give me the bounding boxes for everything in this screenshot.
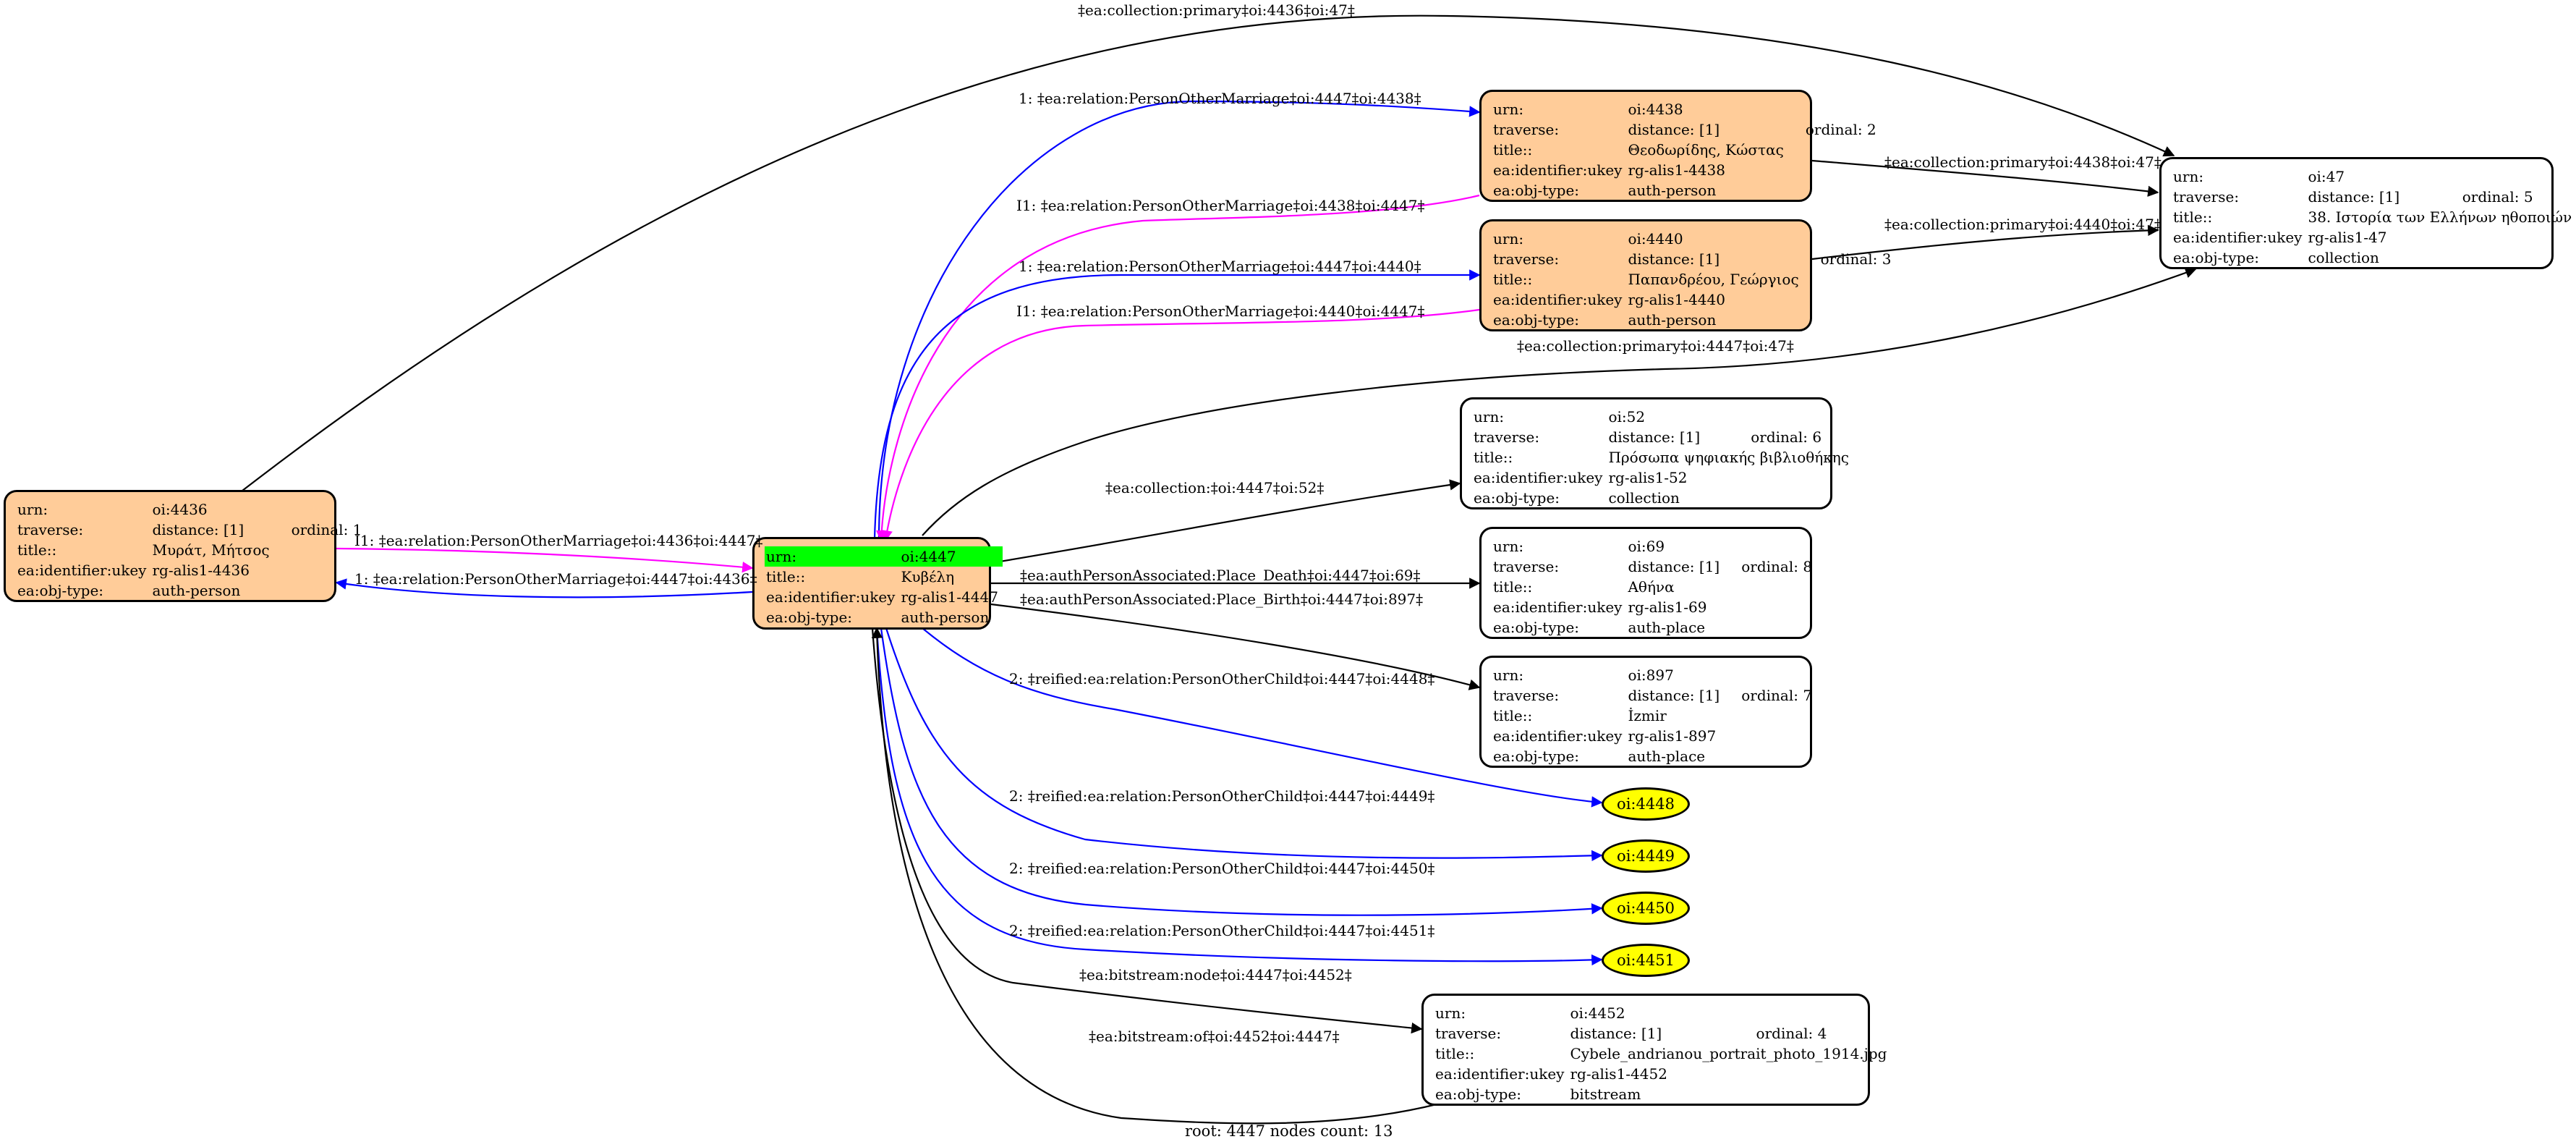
node-title: Κυβέλη xyxy=(901,568,955,585)
graph-footer: root: 4447 nodes count: 13 xyxy=(1185,1122,1393,1140)
edge-label: ‡ea:collection:primary‡oi:4438‡oi:47‡ xyxy=(1884,153,2161,171)
edge-4447-52 xyxy=(990,479,1461,564)
edge-label: 2: ‡reified:ea:relation:PersonOtherChild… xyxy=(1009,670,1435,687)
edge-label: 2: ‡reified:ea:relation:PersonOtherChild… xyxy=(1009,787,1435,805)
node-4451[interactable]: oi:4451 xyxy=(1602,944,1690,977)
node-urn: oi:4436 xyxy=(152,501,208,518)
node-title: Μυράτ, Μήτσος xyxy=(152,541,270,559)
node-4450[interactable]: oi:4450 xyxy=(1602,892,1690,925)
edge-label: ‡ea:authPersonAssociated:Place_Birth‡oi:… xyxy=(1020,591,1424,608)
edge-4438-47 xyxy=(1811,159,2159,197)
edge-4447-4438 xyxy=(877,100,1481,540)
node-4440[interactable]: urn:oi:4440 traverse:distance: [1]ordina… xyxy=(1479,219,1891,331)
edge-4447-4450 xyxy=(880,627,1603,916)
edge-4447-4448 xyxy=(922,627,1603,808)
edge-label: ‡ea:collection:‡oi:4447‡oi:52‡ xyxy=(1105,479,1325,496)
edge-label: ‡ea:bitstream:of‡oi:4452‡oi:4447‡ xyxy=(1089,1028,1340,1045)
edge-4436-4447 xyxy=(336,547,754,573)
edge-label: 1: ‡ea:relation:PersonOtherMarriage‡oi:4… xyxy=(1019,258,1421,275)
edge-label: I1: ‡ea:relation:PersonOtherMarriage‡oi:… xyxy=(1016,302,1425,320)
node-4436[interactable]: urn:oi:4436 traverse:distance: [1]ordina… xyxy=(4,490,362,602)
edge-label: ‡ea:collection:primary‡oi:4440‡oi:47‡ xyxy=(1884,216,2161,233)
edge-4447-47 xyxy=(922,267,2197,536)
node-urn: oi:4447 xyxy=(899,546,1003,567)
node-4449[interactable]: oi:4449 xyxy=(1602,839,1690,873)
node-4452[interactable]: urn:oi:4452 traverse:distance: [1]ordina… xyxy=(1421,994,1887,1106)
node-52[interactable]: urn:oi:52 traverse:distance: [1]ordinal:… xyxy=(1460,397,1849,509)
edge-4447-4449 xyxy=(885,627,1603,862)
node-47[interactable]: urn:oi:47 traverse:distance: [1]ordinal:… xyxy=(2159,157,2572,269)
edge-4447-4436 xyxy=(335,578,753,598)
edge-4447-4452 xyxy=(871,627,1423,1034)
edge-label: ‡ea:bitstream:node‡oi:4447‡oi:4452‡ xyxy=(1079,966,1352,983)
edge-4440-4447 xyxy=(881,308,1480,542)
edge-4438-4447 xyxy=(875,194,1480,542)
edge-label: ‡ea:authPersonAssociated:Place_Death‡oi:… xyxy=(1020,567,1421,584)
edge-label: ‡ea:collection:primary‡oi:4436‡oi:47‡ xyxy=(1078,1,1355,19)
node-4438[interactable]: urn:oi:4438 traverse:distance: [1]ordina… xyxy=(1479,90,1876,202)
edge-4447-897 xyxy=(990,603,1481,690)
edge-label: 1: ‡ea:relation:PersonOtherMarriage‡oi:4… xyxy=(354,570,757,588)
node-897[interactable]: urn:oi:897 traverse:distance: [1]ordinal… xyxy=(1479,656,1812,768)
edge-4440-47 xyxy=(1811,224,2159,261)
edge-label: I1: ‡ea:relation:PersonOtherMarriage‡oi:… xyxy=(354,532,763,549)
edge-4436-47 xyxy=(242,14,2175,491)
node-69[interactable]: urn:oi:69 traverse:distance: [1]ordinal:… xyxy=(1479,527,1812,639)
edge-label: 1: ‡ea:relation:PersonOtherMarriage‡oi:4… xyxy=(1019,90,1421,107)
edge-label: ‡ea:collection:primary‡oi:4447‡oi:47‡ xyxy=(1517,337,1794,355)
edge-4447-4440 xyxy=(873,269,1481,540)
edge-4452-4447 xyxy=(871,627,1440,1125)
edge-label: I1: ‡ea:relation:PersonOtherMarriage‡oi:… xyxy=(1016,197,1425,214)
node-4447-root[interactable]: urn:oi:4447 title::Κυβέλη ea:identifier:… xyxy=(752,537,1003,630)
node-4448[interactable]: oi:4448 xyxy=(1602,787,1690,821)
edge-label: 2: ‡reified:ea:relation:PersonOtherChild… xyxy=(1009,860,1435,877)
edge-label: 2: ‡reified:ea:relation:PersonOtherChild… xyxy=(1009,922,1435,939)
edge-4447-4451 xyxy=(875,627,1603,966)
